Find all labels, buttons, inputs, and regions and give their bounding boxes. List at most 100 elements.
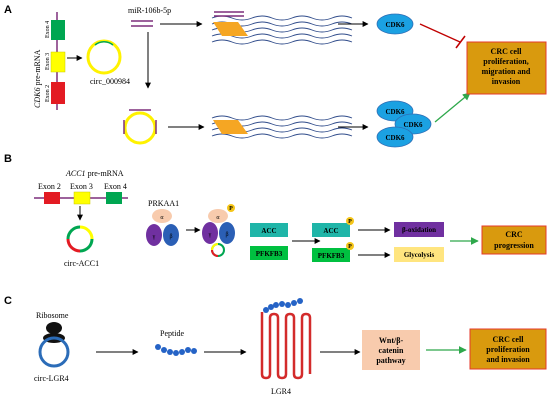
exon-4-label-b: Exon 4 xyxy=(104,182,127,191)
promote-arrow-a xyxy=(434,92,471,123)
beta-label: β xyxy=(169,234,172,240)
peptide-bound-chain xyxy=(263,298,303,313)
exon-3-label-b: Exon 3 xyxy=(70,182,93,191)
exon-4-label: Exon 4 xyxy=(45,21,51,38)
cdk6-group-label-3: CDK6 xyxy=(385,134,405,142)
outcome-c-line-3: and invasion xyxy=(486,355,530,364)
gamma-subunit xyxy=(146,224,162,246)
cdk6-group-protein-3 xyxy=(376,126,414,148)
cdk6-group-label-1: CDK6 xyxy=(385,108,405,116)
acc-phospho-label: P xyxy=(348,219,352,225)
cdk6-single-protein xyxy=(376,13,414,35)
outcome-b-line-1: CRC xyxy=(505,230,523,239)
panel-a-letter: A xyxy=(4,4,12,16)
inhibition-line xyxy=(419,23,461,43)
wnt-pathway-box xyxy=(362,330,420,370)
inhibition-bar xyxy=(455,35,466,49)
gamma-label: γ xyxy=(152,234,156,240)
peptide-label: Peptide xyxy=(160,329,184,338)
circ-acc1-label: circ-ACC1 xyxy=(64,259,99,268)
acc1-pre-mrna xyxy=(34,191,128,205)
ribosome-bottom-icon xyxy=(213,120,248,134)
exon-2-block xyxy=(51,82,65,104)
cdk6-protein-cluster: CDK6 CDK6 CDK6 xyxy=(376,100,432,148)
pfkfb3-box xyxy=(250,246,288,260)
outcome-box-c xyxy=(469,328,547,370)
prkaa1-complex: α γ β xyxy=(146,209,179,246)
alpha-subunit xyxy=(152,209,172,223)
panel-b-letter: B xyxy=(4,153,12,165)
prkaa1-label: PRKAA1 xyxy=(148,199,179,208)
circ-lgr4-ring xyxy=(38,336,70,368)
exon-2-label: Exon 2 xyxy=(45,85,51,102)
gamma-label-bound: γ xyxy=(208,232,212,238)
gamma-subunit-bound xyxy=(202,222,218,244)
circ-000984-ring xyxy=(86,39,122,75)
alpha-label-bound: α xyxy=(216,215,220,221)
outcome-c-line-1: CRC cell xyxy=(493,335,525,344)
beta-oxidation-label: β-oxidation xyxy=(402,226,436,234)
beta-label-bound: β xyxy=(225,232,228,238)
acc-box xyxy=(250,223,288,237)
outcome-a-line-3: migration and xyxy=(482,67,531,76)
outcome-a-line-2: proliferation, xyxy=(483,57,528,66)
outcome-box-b xyxy=(481,225,547,255)
beta-subunit xyxy=(163,224,179,246)
circ-000984-junction xyxy=(94,41,114,46)
lgr4-label: LGR4 xyxy=(271,387,291,396)
wnt-line-1: Wnt/β- xyxy=(379,336,404,345)
lgr4-receptor xyxy=(260,312,312,380)
wnt-line-3: pathway xyxy=(376,356,405,365)
pfkfb3-p-box xyxy=(312,248,350,262)
cdk6-pre-mrna-label: CDK6 pre-mRNA xyxy=(33,49,42,108)
alpha-subunit-bound xyxy=(208,209,228,223)
exon-3-block xyxy=(50,51,66,73)
translation-complex-top xyxy=(211,11,353,45)
outcome-b-line-2: progression xyxy=(494,241,534,250)
cdk6-group-label-2: CDK6 xyxy=(403,121,423,129)
panel-b: B ACC1 pre-mRNA Exon 2 Exon 3 Exon 4 cir… xyxy=(4,153,547,268)
ribosome-top-icon xyxy=(213,22,248,36)
panel-c: C Ribosome circ-LGR4 Peptide xyxy=(4,295,547,396)
beta-oxidation-box xyxy=(394,222,444,237)
acc-label: ACC xyxy=(261,227,276,235)
exon-4-block-b xyxy=(106,192,122,204)
pfkfb3-phospho-dot xyxy=(346,242,354,250)
acc-phospho-dot xyxy=(346,217,354,225)
acc-p-box xyxy=(312,223,350,237)
circ-lgr4-label: circ-LGR4 xyxy=(34,374,69,383)
outcome-a-line-4: invasion xyxy=(492,77,521,86)
circ-acc1-ring xyxy=(66,225,94,253)
exon-3-block-b xyxy=(73,191,91,205)
circ-sponge-ring xyxy=(123,111,157,145)
prkaa1-bound-complex: α P γ β xyxy=(202,204,235,257)
exon-4-block xyxy=(51,20,65,40)
pfkfb3-phospho-label: P xyxy=(348,244,352,250)
cdk6-pre-mrna: Exon 4 Exon 3 Exon 2 xyxy=(45,12,66,110)
outcome-a-line-1: CRC cell xyxy=(491,47,523,56)
cdk6-single-label: CDK6 xyxy=(385,21,405,29)
exon-2-label-b: Exon 2 xyxy=(38,182,61,191)
glycolysis-box xyxy=(394,247,444,262)
phospho-label-complex: P xyxy=(229,206,233,212)
panel-a: A CDK6 pre-mRNA Exon 4 Exon 3 Exon 2 cir… xyxy=(4,4,547,148)
alpha-label: α xyxy=(160,215,164,221)
phospho-dot-complex xyxy=(227,204,235,212)
translation-complex-bottom xyxy=(211,115,353,139)
peptide-chain xyxy=(155,344,197,356)
outcome-box-a xyxy=(466,41,547,95)
mirna-label: miR-106b-5p xyxy=(128,6,171,15)
beta-subunit-bound xyxy=(219,222,235,244)
ribosome-label: Ribosome xyxy=(36,311,69,320)
exon-3-label: Exon 3 xyxy=(45,53,51,70)
pfkfb3-label: PFKFB3 xyxy=(256,250,283,258)
circ-000984-label: circ_000984 xyxy=(90,77,130,86)
pfkfb3-p-label: PFKFB3 xyxy=(318,252,345,260)
wnt-line-2: catenin xyxy=(379,346,404,355)
acc-p-label: ACC xyxy=(323,227,338,235)
acc1-pre-mrna-label: ACC1 pre-mRNA xyxy=(65,169,124,178)
outcome-c-line-2: proliferation xyxy=(486,345,530,354)
glycolysis-label: Glycolysis xyxy=(404,251,435,259)
